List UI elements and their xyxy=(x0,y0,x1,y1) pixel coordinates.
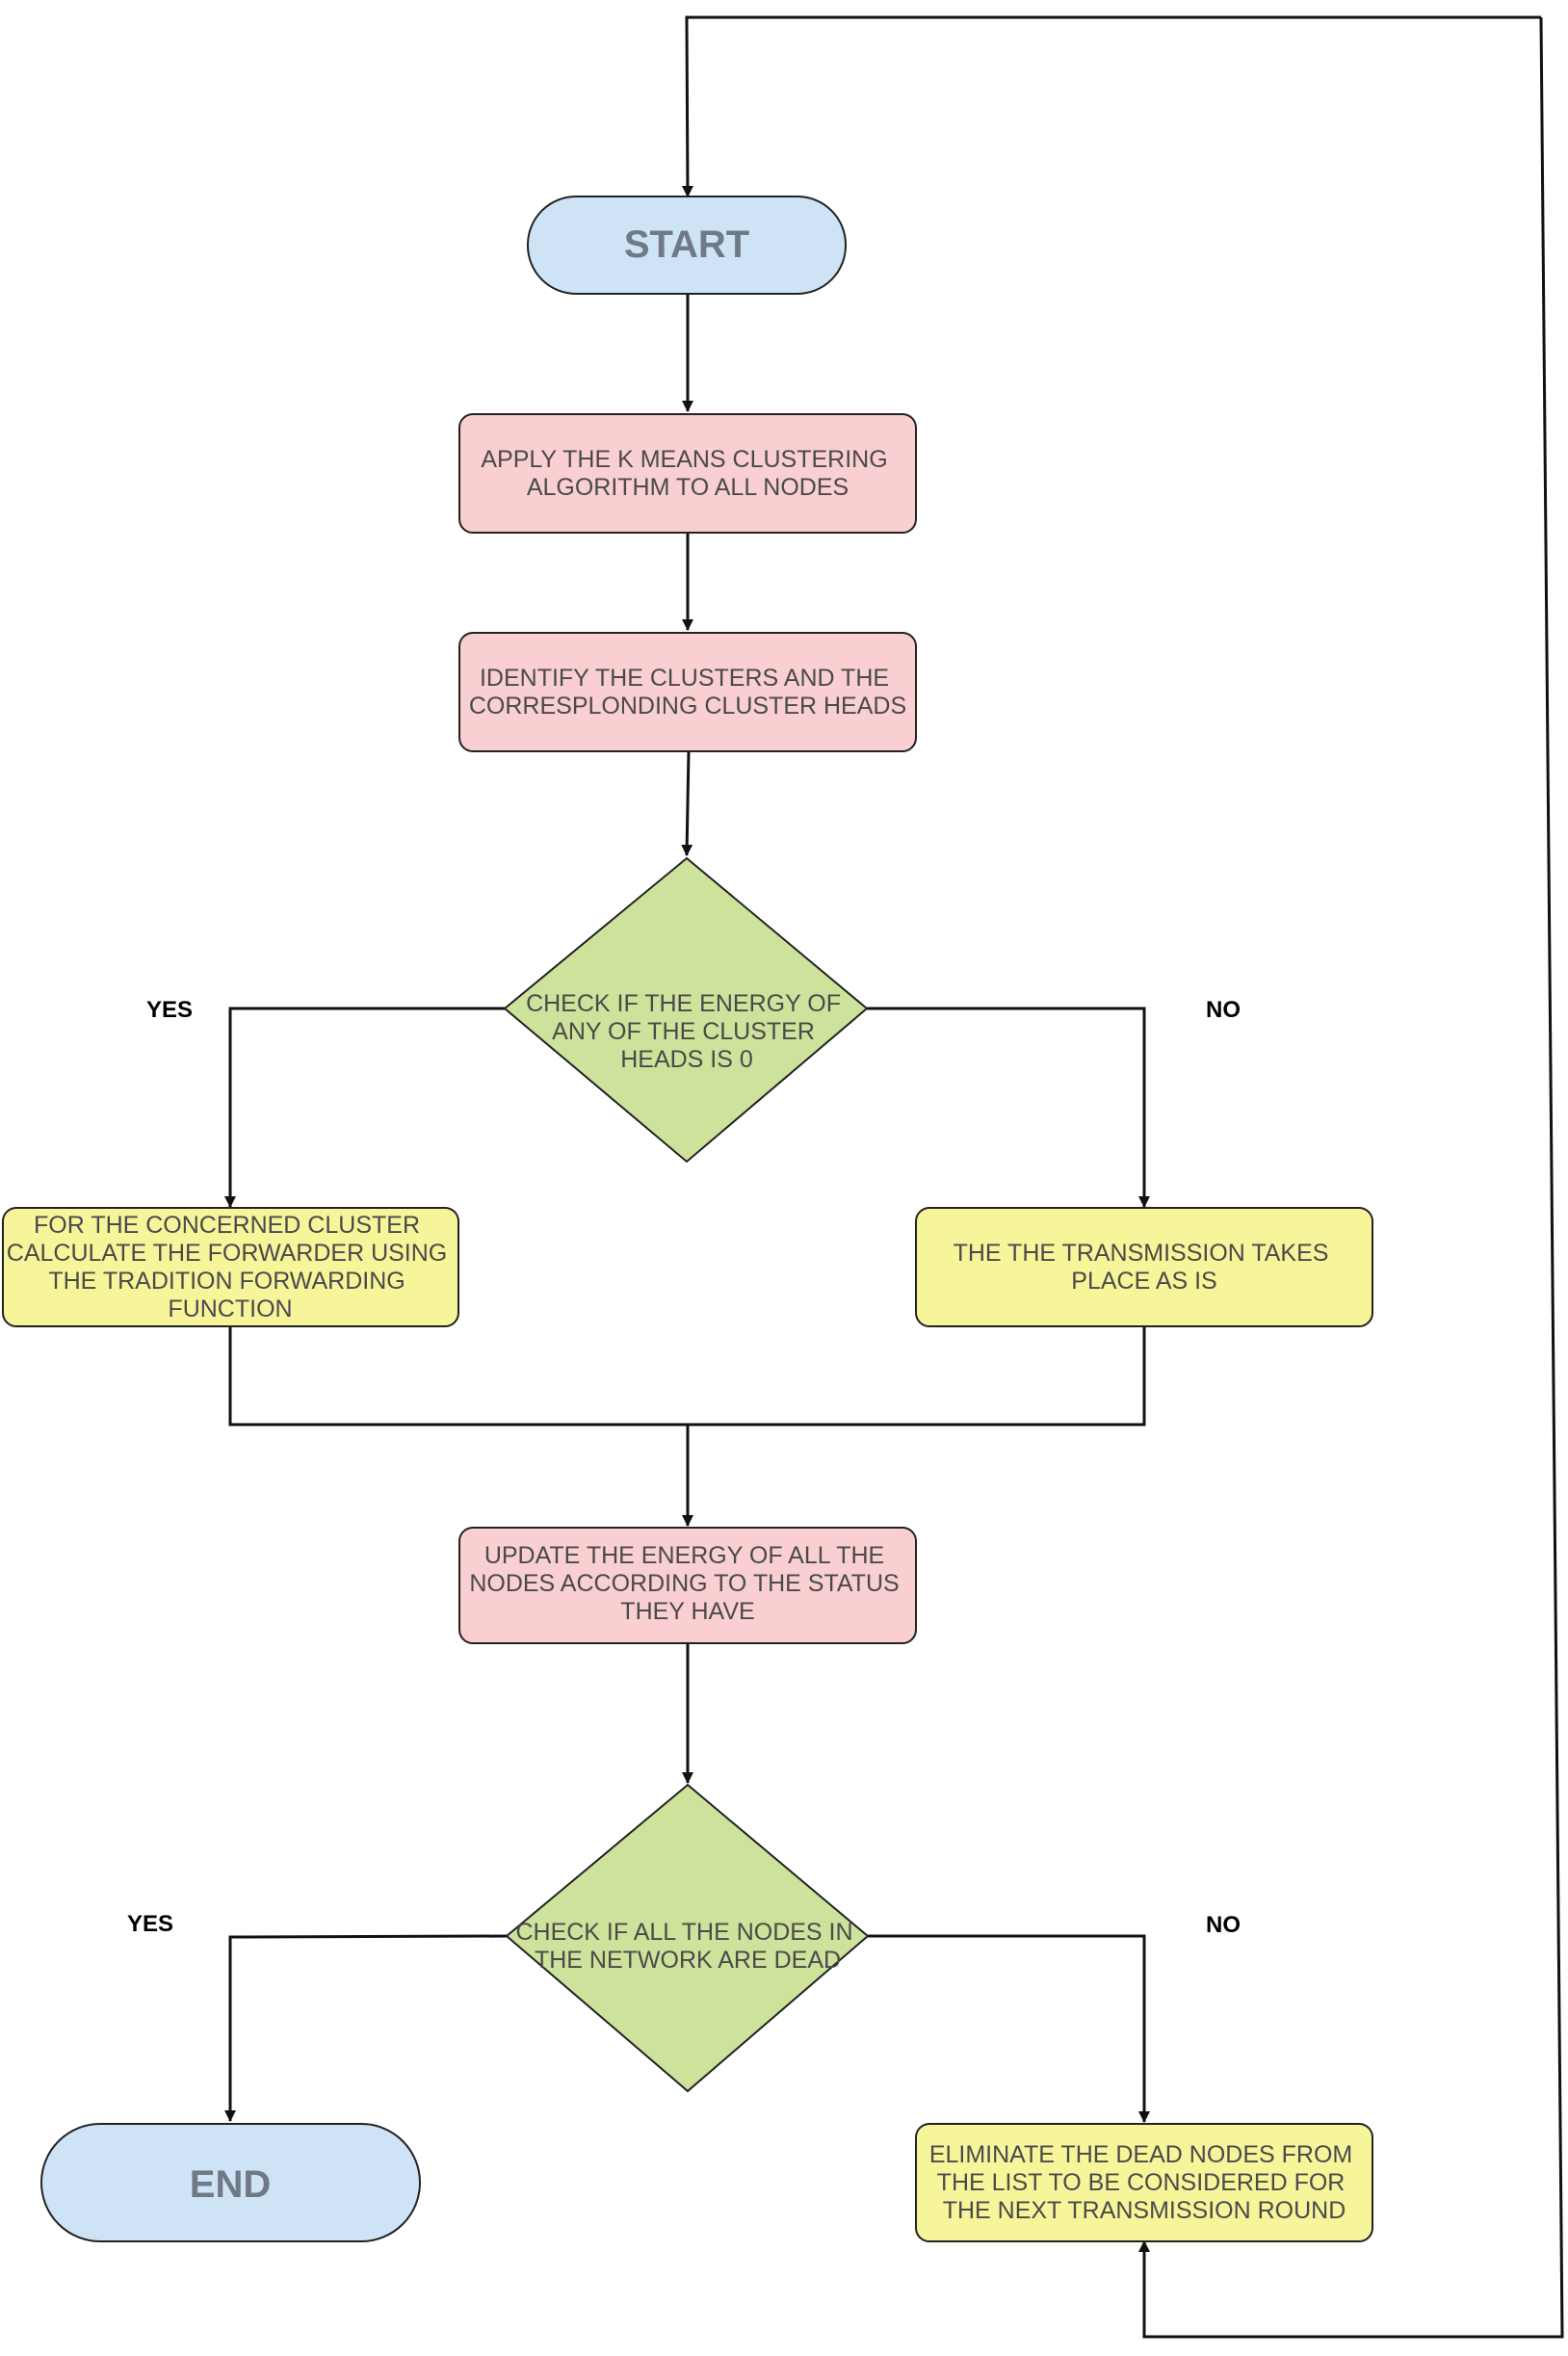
end-label: END xyxy=(190,2163,271,2206)
eliminate-line-1: ELIMINATE THE DEAD NODES FROM xyxy=(929,2141,1352,2168)
energy-check-line-2: ANY OF THE CLUSTER xyxy=(552,1018,815,1045)
dead-yes-label: YES xyxy=(127,1911,173,1937)
identify-clusters-line-1: IDENTIFY THE CLUSTERS AND THE xyxy=(480,665,889,692)
eliminate-line-2: THE LIST TO BE CONSIDERED FOR xyxy=(937,2169,1346,2196)
forwarder-line-3: THE TRADITION FORWARDING xyxy=(48,1268,405,1295)
transmission-line-1: THE THE TRANSMISSION TAKES xyxy=(954,1240,1329,1267)
identify-clusters-process: IDENTIFY THE CLUSTERS AND THE CORRESPLON… xyxy=(458,632,917,752)
identify-clusters-line-2: CORRESPLONDING CLUSTER HEADS xyxy=(469,693,906,720)
connector-energy-no-to-transmission xyxy=(867,1007,1150,1208)
connector-eliminate-loop-to-start xyxy=(1138,16,1564,2339)
forwarder-action: FOR THE CONCERNED CLUSTER CALCULATE THE … xyxy=(2,1207,459,1327)
svg-text:THE THE TRANSMISSION TAKES: THE THE TRANSMISSION TAKES PLACE AS IS xyxy=(954,1240,1336,1295)
dead-no-label: NO xyxy=(1206,1912,1241,1938)
update-energy-line-2: NODES ACCORDING TO THE STATUS xyxy=(469,1570,899,1597)
eliminate-action: ELIMINATE THE DEAD NODES FROM THE LIST T… xyxy=(915,2123,1373,2242)
apply-kmeans-line-1: APPLY THE K MEANS CLUSTERING xyxy=(481,446,887,473)
connector-dead-no-to-eliminate xyxy=(868,1934,1150,2123)
svg-text:CHECK IF THE ENERGY OF A: CHECK IF THE ENERGY OF ANY OF THE CLUSTE… xyxy=(526,990,848,1073)
transmission-line-2: PLACE AS IS xyxy=(1071,1268,1216,1295)
svg-text:CHECK IF ALL THE NODES IN: CHECK IF ALL THE NODES IN THE NETWORK AR… xyxy=(515,1919,859,1974)
connector-loop-top-to-start xyxy=(681,15,1541,197)
connectors xyxy=(224,15,1564,2339)
connector-dead-yes-to-end xyxy=(224,1934,508,2122)
energy-check-line-3: HEADS IS 0 xyxy=(620,1046,753,1073)
svg-text:APPLY THE K MEANS CLUSTERING: APPLY THE K MEANS CLUSTERING ALGORITHM T… xyxy=(481,446,894,501)
eliminate-line-3: THE NEXT TRANSMISSION ROUND xyxy=(943,2197,1346,2224)
dead-check-decision: CHECK IF ALL THE NODES IN THE NETWORK AR… xyxy=(505,1783,870,2093)
connector-energy-yes-to-forwarder xyxy=(224,1007,505,1208)
svg-text:IDENTIFY THE CLUSTERS AND THE: IDENTIFY THE CLUSTERS AND THE CORRESPLON… xyxy=(469,665,906,720)
update-energy-line-3: THEY HAVE xyxy=(620,1598,754,1625)
start-terminal: START xyxy=(527,196,847,295)
apply-kmeans-line-2: ALGORITHM TO ALL NODES xyxy=(527,474,849,501)
transmission-action: THE THE TRANSMISSION TAKES PLACE AS IS xyxy=(915,1207,1373,1327)
start-label: START xyxy=(624,223,749,266)
forwarder-line-2: CALCULATE THE FORWARDER USING xyxy=(7,1240,447,1267)
connector-forwarder-to-merge xyxy=(228,1326,1146,1427)
update-energy-process: UPDATE THE ENERGY OF ALL THE NODES ACCOR… xyxy=(458,1527,917,1644)
apply-kmeans-process: APPLY THE K MEANS CLUSTERING ALGORITHM T… xyxy=(458,413,917,534)
forwarder-line-4: FUNCTION xyxy=(168,1296,292,1322)
svg-text:UPDATE THE ENERGY OF ALL THE: UPDATE THE ENERGY OF ALL THE NODES ACCOR… xyxy=(469,1542,905,1625)
dead-check-line-2: THE NETWORK ARE DEAD xyxy=(535,1947,841,1974)
svg-text:ELIMINATE THE DEAD NODES FROM: ELIMINATE THE DEAD NODES FROM THE LIST T… xyxy=(929,2141,1359,2224)
forwarder-line-1: FOR THE CONCERNED CLUSTER xyxy=(34,1212,420,1239)
end-terminal: END xyxy=(40,2123,421,2242)
svg-text:FOR THE CONCERNED CLUSTER: FOR THE CONCERNED CLUSTER CALCULATE THE … xyxy=(7,1212,454,1322)
energy-no-label: NO xyxy=(1206,997,1241,1023)
update-energy-line-1: UPDATE THE ENERGY OF ALL THE xyxy=(484,1542,884,1569)
energy-check-decision: CHECK IF THE ENERGY OF ANY OF THE CLUSTE… xyxy=(503,856,869,1164)
connector-identify-to-energy-check xyxy=(681,750,693,856)
energy-yes-label: YES xyxy=(146,997,193,1023)
energy-check-line-1: CHECK IF THE ENERGY OF xyxy=(526,990,841,1017)
dead-check-line-1: CHECK IF ALL THE NODES IN xyxy=(515,1919,852,1946)
